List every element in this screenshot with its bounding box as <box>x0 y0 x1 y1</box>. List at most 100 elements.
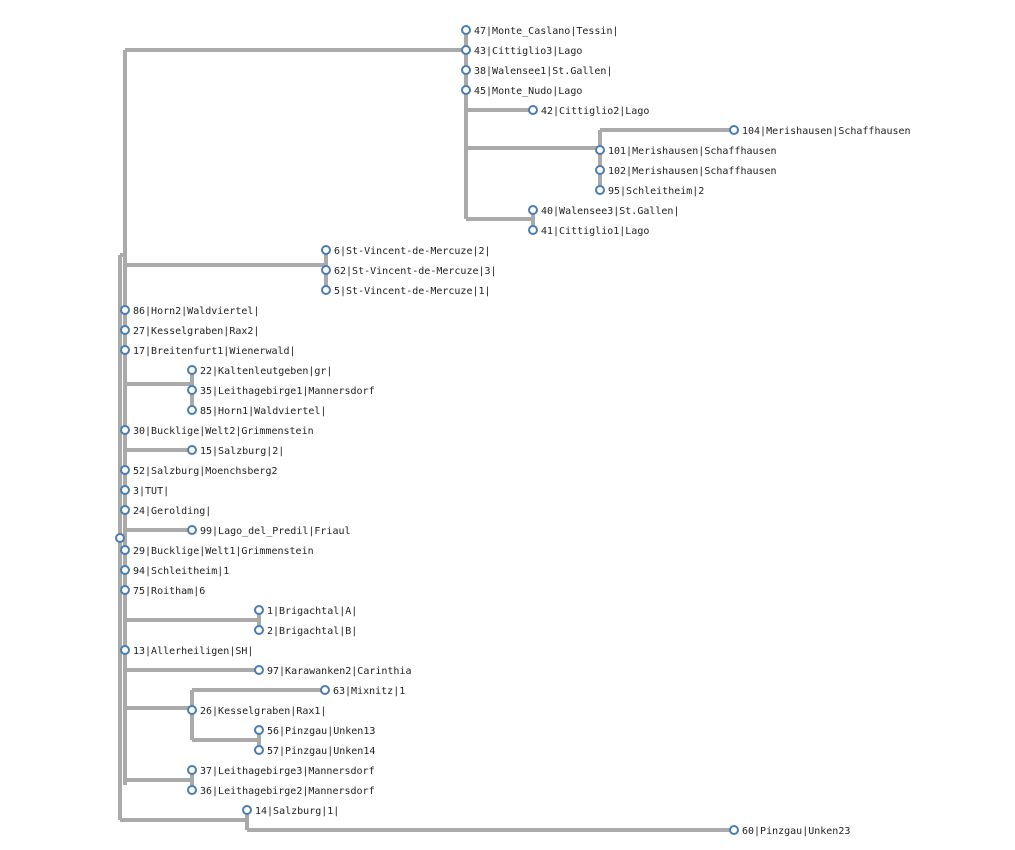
tree-node[interactable]: 42|Cittiglio2|Lago <box>528 105 649 117</box>
node-marker[interactable] <box>120 425 130 435</box>
tree-node[interactable]: 47|Monte_Caslano|Tessin| <box>461 25 619 37</box>
tree-node[interactable]: 15|Salzburg|2| <box>187 445 284 457</box>
tree-node[interactable]: 5|St-Vincent-de-Mercuze|1| <box>321 285 491 297</box>
tree-node[interactable]: 37|Leithagebirge3|Mannersdorf <box>187 765 375 777</box>
tree-node[interactable]: 14|Salzburg|1| <box>242 805 339 817</box>
tree-node[interactable]: 52|Salzburg|Moenchsberg2 <box>120 465 278 477</box>
tree-node[interactable]: 63|Mixnitz|1 <box>320 685 405 697</box>
node-marker[interactable] <box>120 345 130 355</box>
tree-node[interactable]: 24|Gerolding| <box>120 505 211 517</box>
tree-node[interactable]: 99|Lago_del_Predil|Friaul <box>187 525 351 537</box>
tree-node[interactable]: 60|Pinzgau|Unken23 <box>729 825 850 837</box>
tree-node[interactable]: 102|Merishausen|Schaffhausen <box>595 165 777 177</box>
node-marker[interactable] <box>120 545 130 555</box>
node-marker[interactable] <box>528 105 538 115</box>
node-marker[interactable] <box>254 745 264 755</box>
node-marker[interactable] <box>242 805 252 815</box>
tree-node[interactable]: 85|Horn1|Waldviertel| <box>187 405 326 417</box>
node-marker[interactable] <box>321 285 331 295</box>
tree-node[interactable]: 57|Pinzgau|Unken14 <box>254 745 375 757</box>
tree-node[interactable]: 6|St-Vincent-de-Mercuze|2| <box>321 245 491 257</box>
node-label: 14|Salzburg|1| <box>255 806 339 817</box>
node-marker[interactable] <box>729 125 739 135</box>
tree-node[interactable]: 35|Leithagebirge1|Mannersdorf <box>187 385 375 397</box>
tree-node[interactable]: 97|Karawanken2|Carinthia <box>254 665 412 677</box>
node-marker[interactable] <box>321 265 331 275</box>
tree-node[interactable]: 62|St-Vincent-de-Mercuze|3| <box>321 265 497 277</box>
node-marker[interactable] <box>187 785 197 795</box>
node-marker[interactable] <box>120 485 130 495</box>
node-marker[interactable] <box>254 625 264 635</box>
node-marker[interactable] <box>120 565 130 575</box>
node-label: 29|Bucklige|Welt1|Grimmenstein <box>133 546 314 557</box>
node-marker[interactable] <box>187 385 197 395</box>
tree-node[interactable]: 3|TUT| <box>120 485 169 497</box>
tree-node[interactable]: 94|Schleitheim|1 <box>120 565 229 577</box>
node-label: 85|Horn1|Waldviertel| <box>200 406 326 417</box>
node-label: 36|Leithagebirge2|Mannersdorf <box>200 786 375 797</box>
node-marker[interactable] <box>120 645 130 655</box>
node-marker[interactable] <box>461 25 471 35</box>
tree-node[interactable]: 38|Walensee1|St.Gallen| <box>461 65 612 77</box>
tree-node[interactable]: 45|Monte_Nudo|Lago <box>461 85 582 97</box>
node-marker[interactable] <box>254 725 264 735</box>
root-node-marker[interactable] <box>115 533 125 543</box>
node-label: 104|Merishausen|Schaffhausen <box>742 126 911 137</box>
node-marker[interactable] <box>321 245 331 255</box>
node-marker[interactable] <box>320 685 330 695</box>
node-marker[interactable] <box>528 205 538 215</box>
node-marker[interactable] <box>187 705 197 715</box>
tree-node[interactable]: 95|Schleitheim|2 <box>595 185 704 197</box>
node-marker[interactable] <box>528 225 538 235</box>
tree-node[interactable]: 104|Merishausen|Schaffhausen <box>729 125 911 137</box>
node-marker[interactable] <box>729 825 739 835</box>
node-label: 22|Kaltenleutgeben|gr| <box>200 366 332 377</box>
node-label: 2|Brigachtal|B| <box>267 626 357 637</box>
node-marker[interactable] <box>187 365 197 375</box>
tree-node[interactable]: 43|Cittiglio3|Lago <box>461 45 582 57</box>
tree-node[interactable]: 41|Cittiglio1|Lago <box>528 225 649 237</box>
tree-node[interactable]: 40|Walensee3|St.Gallen| <box>528 205 679 217</box>
node-marker[interactable] <box>595 165 605 175</box>
node-label: 43|Cittiglio3|Lago <box>474 46 582 57</box>
node-marker[interactable] <box>595 145 605 155</box>
node-marker[interactable] <box>187 765 197 775</box>
node-label: 95|Schleitheim|2 <box>608 186 704 197</box>
node-marker[interactable] <box>187 445 197 455</box>
tree-node[interactable]: 27|Kesselgraben|Rax2| <box>120 325 259 337</box>
node-marker[interactable] <box>120 325 130 335</box>
tree-node[interactable]: 29|Bucklige|Welt1|Grimmenstein <box>120 545 314 557</box>
tree-node[interactable]: 22|Kaltenleutgeben|gr| <box>187 365 332 377</box>
node-marker[interactable] <box>120 505 130 515</box>
node-marker[interactable] <box>461 65 471 75</box>
tree-node[interactable]: 56|Pinzgau|Unken13 <box>254 725 375 737</box>
node-marker[interactable] <box>461 45 471 55</box>
node-label: 86|Horn2|Waldviertel| <box>133 306 259 317</box>
tree-node[interactable]: 36|Leithagebirge2|Mannersdorf <box>187 785 375 797</box>
tree-node[interactable]: 86|Horn2|Waldviertel| <box>120 305 259 317</box>
node-label: 102|Merishausen|Schaffhausen <box>608 166 777 177</box>
node-marker[interactable] <box>595 185 605 195</box>
tree-node[interactable]: 1|Brigachtal|A| <box>254 605 357 617</box>
tree-node[interactable]: 26|Kesselgraben|Rax1| <box>187 705 326 717</box>
tree-node[interactable]: 17|Breitenfurt1|Wienerwald| <box>120 345 296 357</box>
tree-node[interactable]: 13|Allerheiligen|SH| <box>120 645 253 657</box>
node-label: 5|St-Vincent-de-Mercuze|1| <box>334 286 491 297</box>
node-marker[interactable] <box>461 85 471 95</box>
node-marker[interactable] <box>120 305 130 315</box>
node-label: 30|Bucklige|Welt2|Grimmenstein <box>133 426 314 437</box>
node-marker[interactable] <box>187 525 197 535</box>
node-marker[interactable] <box>120 465 130 475</box>
node-marker[interactable] <box>254 605 264 615</box>
tree-node[interactable]: 75|Roitham|6 <box>120 585 205 597</box>
node-marker[interactable] <box>187 405 197 415</box>
tree-node[interactable]: 30|Bucklige|Welt2|Grimmenstein <box>120 425 314 437</box>
tree-edges <box>118 30 734 832</box>
node-label: 38|Walensee1|St.Gallen| <box>474 66 612 77</box>
node-label: 101|Merishausen|Schaffhausen <box>608 146 777 157</box>
tree-node[interactable]: 101|Merishausen|Schaffhausen <box>595 145 777 157</box>
node-marker[interactable] <box>120 585 130 595</box>
node-label: 41|Cittiglio1|Lago <box>541 226 649 237</box>
node-marker[interactable] <box>254 665 264 675</box>
tree-node[interactable]: 2|Brigachtal|B| <box>254 625 357 637</box>
